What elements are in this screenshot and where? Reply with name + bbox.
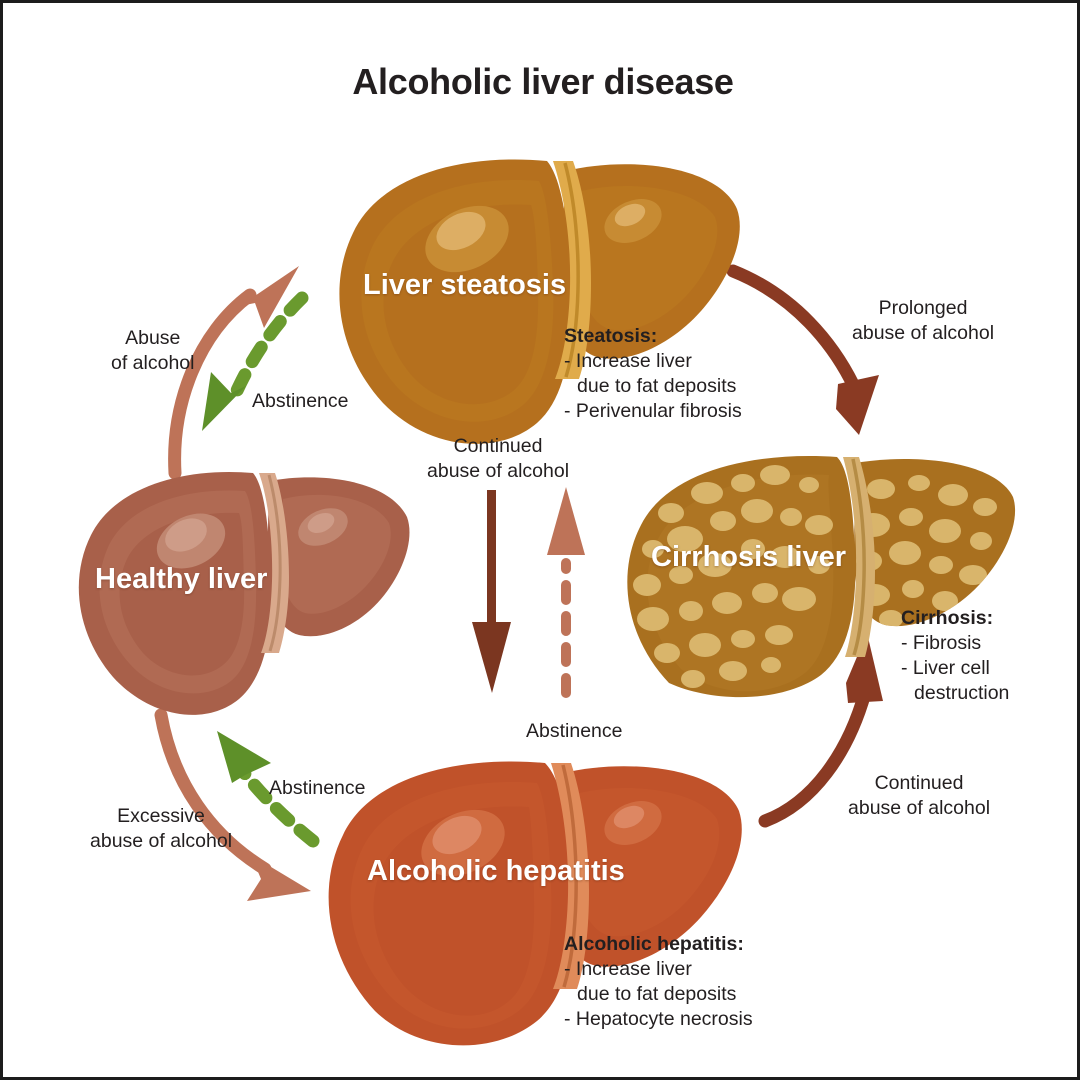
cirrhosis-info-line-3: destruction	[914, 681, 1010, 704]
steatosis-info-line-1: - Increase liver	[564, 349, 692, 372]
steatosis-info-line-2: due to fat deposits	[577, 374, 737, 397]
caption-abstinence-top-text: Abstinence	[252, 390, 349, 412]
caption-abuse-of-alcohol: Abuse of alcohol	[111, 326, 194, 377]
arrow-continued-abuse-center	[472, 490, 511, 693]
caption-continued-abuse-center: Continued abuse of alcohol	[427, 434, 569, 485]
caption-continued-abuse-right: Continued abuse of alcohol	[848, 771, 990, 822]
caption-continued-abuse-right-line-1: Continued	[874, 772, 964, 794]
cirrhosis-info-line-2: - Liver cell	[901, 656, 990, 679]
caption-continued-abuse-line-1: Continued	[453, 435, 543, 457]
hepatitis-info-line-2: due to fat deposits	[577, 982, 737, 1005]
caption-abstinence-center: Abstinence	[526, 719, 622, 744]
cirrhosis-info-heading: Cirrhosis:	[901, 607, 994, 629]
caption-abuse-line-1: Abuse	[125, 327, 181, 349]
hepatitis-info-line-3: - Hepatocyte necrosis	[564, 1007, 753, 1030]
page-title: Alcoholic liver disease	[352, 61, 734, 102]
caption-prolonged-abuse: Prolonged abuse of alcohol	[852, 296, 994, 347]
caption-prolonged-abuse-line-1: Prolonged	[878, 297, 968, 319]
arrow-abstinence-center	[547, 487, 585, 698]
caption-abuse-line-2: of alcohol	[111, 352, 195, 375]
steatosis-liver: Liver steatosis	[333, 151, 743, 451]
caption-excessive-abuse-line-2: abuse of alcohol	[90, 830, 233, 853]
caption-abstinence-center-text: Abstinence	[526, 720, 623, 742]
caption-abstinence-top: Abstinence	[252, 389, 348, 414]
caption-excessive-abuse: Excessive abuse of alcohol	[90, 804, 232, 855]
caption-prolonged-abuse-line-2: abuse of alcohol	[852, 322, 995, 345]
steatosis-info-line-3: - Perivenular fibrosis	[564, 399, 742, 422]
steatosis-info: Steatosis: - Increase liver due to fat d…	[564, 324, 742, 424]
caption-abstinence-bottom: Abstinence	[269, 776, 365, 801]
hepatitis-info: Alcoholic hepatitis: - Increase liver du…	[564, 932, 753, 1032]
healthy-liver: Healthy liver	[73, 465, 413, 735]
cirrhosis-info: Cirrhosis: - Fibrosis - Liver cell destr…	[901, 606, 1009, 706]
cirrhosis-info-line-1: - Fibrosis	[901, 631, 982, 654]
caption-excessive-abuse-line-1: Excessive	[117, 805, 205, 827]
hepatitis-info-heading: Alcoholic hepatitis:	[564, 933, 744, 955]
steatosis-info-heading: Steatosis:	[564, 325, 658, 347]
caption-continued-abuse-line-2: abuse of alcohol	[427, 460, 570, 483]
cirrhosis-liver: Cirrhosis liver	[623, 453, 1023, 703]
caption-continued-abuse-right-line-2: abuse of alcohol	[848, 797, 991, 820]
hepatitis-info-line-1: - Increase liver	[564, 957, 692, 980]
caption-abstinence-bottom-text: Abstinence	[269, 777, 366, 799]
